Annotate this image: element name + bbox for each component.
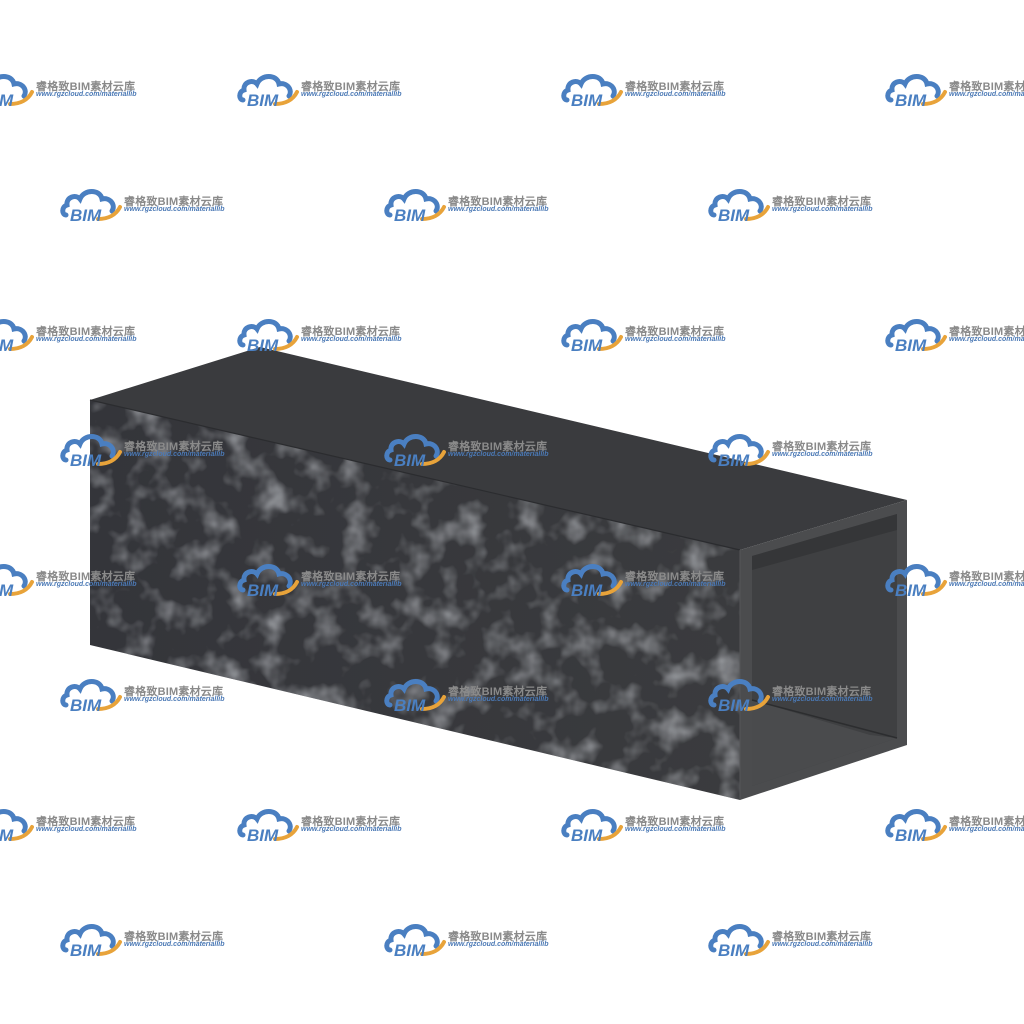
- tube-inner-floor: [752, 700, 897, 786]
- tube-top-face: [90, 347, 907, 550]
